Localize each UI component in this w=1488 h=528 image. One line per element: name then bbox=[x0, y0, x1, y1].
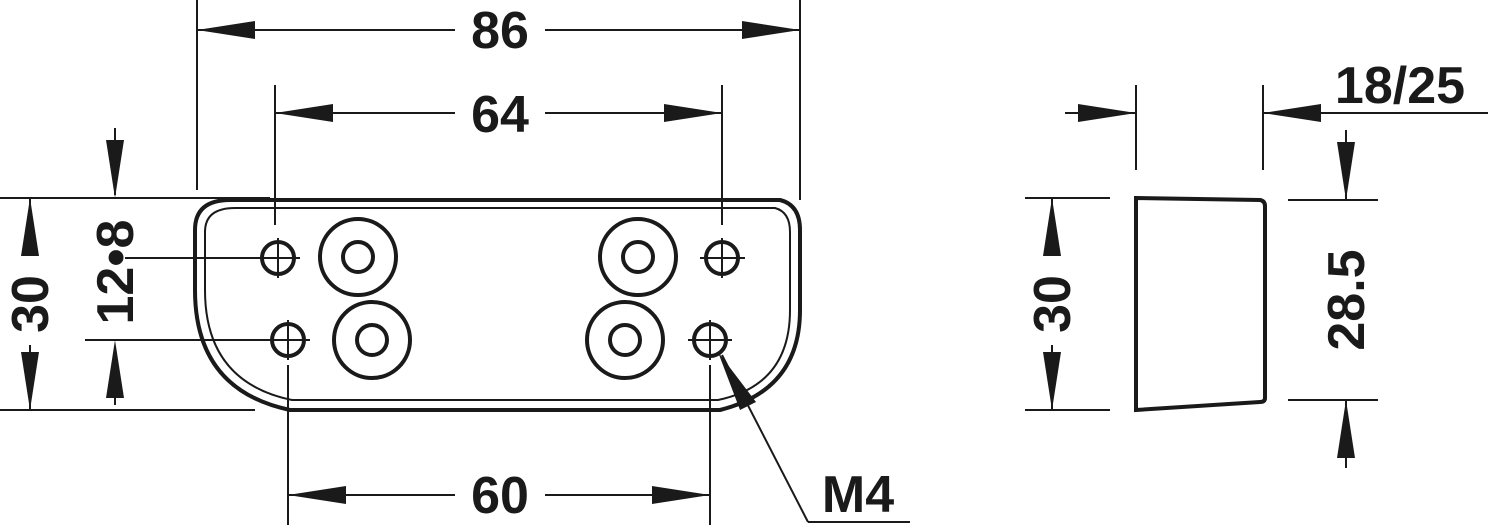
dimension-height-side: 30 bbox=[1024, 197, 1110, 411]
m4-hole-bottom-right bbox=[688, 320, 732, 360]
side-view: 18/25 30 28.5 bbox=[1024, 57, 1488, 468]
side-profile bbox=[1134, 195, 1267, 413]
front-view: 86 64 60 bbox=[0, 0, 910, 525]
dimension-label-12-8: 12•8 bbox=[87, 220, 145, 325]
dimension-overall-width: 86 bbox=[196, 0, 801, 200]
thread-callout: M4 bbox=[718, 352, 910, 524]
m4-hole-top-right bbox=[700, 238, 745, 278]
dimension-label-18-25: 18/25 bbox=[1335, 57, 1465, 115]
m4-hole-bottom-left bbox=[85, 320, 310, 360]
counterbore-hole-top-right bbox=[598, 217, 678, 297]
dimension-label-30-front: 30 bbox=[2, 275, 60, 333]
m4-hole-top-left bbox=[125, 238, 300, 278]
counterbore-hole-top-left bbox=[318, 217, 398, 297]
dimension-label-30-side: 30 bbox=[1024, 275, 1082, 333]
counterbore-hole-bottom-left bbox=[332, 300, 412, 380]
dimension-hole-spacing-top: 64 bbox=[274, 85, 723, 225]
thread-label-m4: M4 bbox=[822, 466, 894, 524]
bracket-inner-edge bbox=[204, 207, 791, 401]
dimension-hole-spacing-bottom: 60 bbox=[287, 365, 711, 525]
dimension-label-86: 86 bbox=[471, 2, 529, 60]
dimension-hole-row-spacing: 12•8 bbox=[87, 128, 145, 405]
counterbore-hole-bottom-right bbox=[585, 300, 665, 380]
bracket-outline bbox=[193, 198, 802, 412]
dimension-label-28-5: 28.5 bbox=[1318, 249, 1376, 350]
dimension-inner-height: 28.5 bbox=[1288, 130, 1378, 468]
dimension-label-64: 64 bbox=[471, 86, 529, 144]
dimension-height-front: 30 bbox=[0, 197, 270, 411]
dimension-label-60: 60 bbox=[471, 467, 529, 525]
dimension-thickness: 18/25 bbox=[1065, 57, 1488, 170]
